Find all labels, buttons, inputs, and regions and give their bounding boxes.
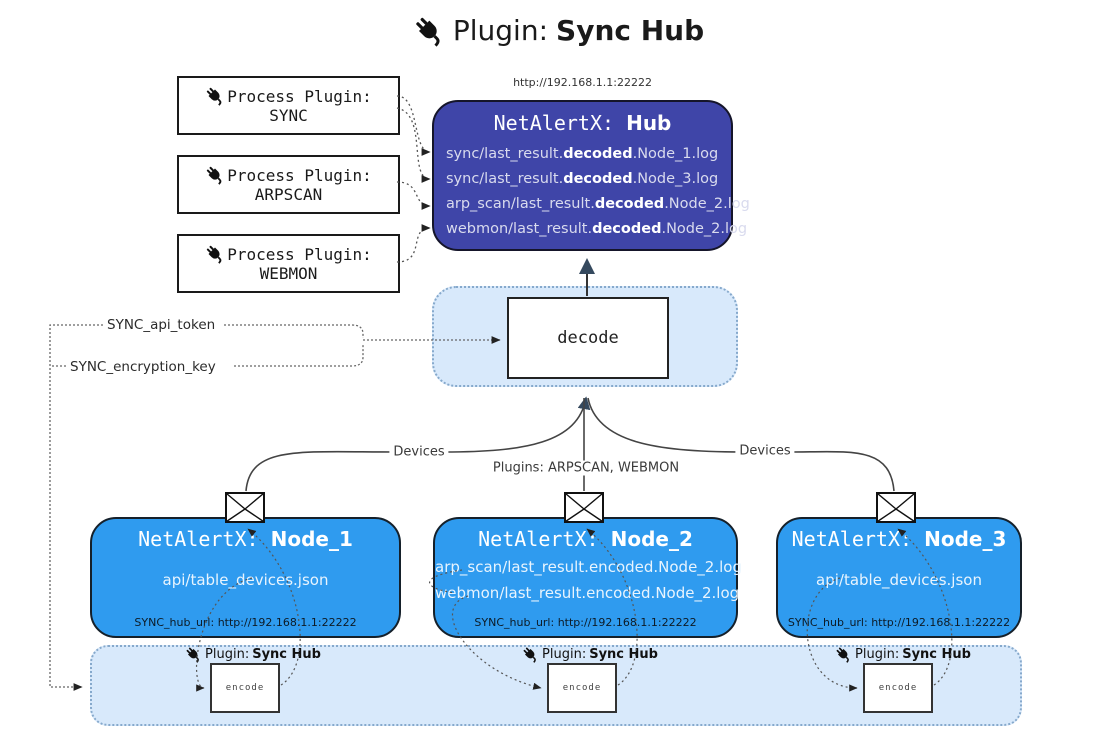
sync-api-token-label: SYNC_api_token	[105, 317, 218, 333]
node-title: NetAlertX: Node_1	[138, 527, 353, 551]
band-plugin-label: Plugin: Sync Hub	[522, 646, 658, 663]
page-title-prefix: Plugin:	[452, 14, 549, 47]
node-box-node2: NetAlertX: Node_2 arp_scan/last_result.e…	[433, 517, 742, 638]
edge-label-plugins-middle: Plugins: ARPSCAN, WEBMON	[488, 460, 684, 476]
decode-box: decode	[507, 297, 669, 379]
process-plugin-name: ARPSCAN	[254, 185, 323, 204]
decode-label: decode	[557, 328, 619, 348]
hub-log-line: sync/last_result.decoded.Node_3.log	[446, 171, 719, 187]
edge-label-devices-right: Devices	[735, 443, 795, 459]
node-box-node1: NetAlertX: Node_1 api/table_devices.json…	[90, 517, 401, 638]
process-plugin-name: SYNC	[269, 106, 308, 125]
encode-label: encode	[878, 683, 918, 693]
node-hub-url: SYNC_hub_url: http://192.168.1.1:22222	[474, 616, 697, 629]
node-file: api/table_devices.json	[162, 571, 329, 589]
encode-label: encode	[562, 683, 602, 693]
encode-box-node3: encode	[863, 663, 933, 713]
encode-label: encode	[225, 683, 265, 693]
hub-log-line: arp_scan/last_result.decoded.Node_2.log	[446, 196, 750, 212]
edge-label-devices-left: Devices	[389, 444, 449, 460]
node-to-decode-edges	[245, 396, 895, 492]
node-file: api/table_devices.json	[816, 571, 982, 589]
process-plugin-label: Process Plugin:	[227, 165, 372, 185]
process-plugin-name: WEBMON	[259, 264, 318, 283]
page-title-name: Sync Hub	[556, 14, 705, 47]
process-plugin-label: Process Plugin:	[227, 86, 372, 106]
plug-icon	[522, 646, 539, 663]
hub-log-line: sync/last_result.decoded.Node_1.log	[446, 146, 719, 162]
process-plugin-label: Process Plugin:	[227, 244, 372, 264]
hub-log-line: webmon/last_result.decoded.Node_2.log	[446, 221, 748, 237]
hub-title: NetAlertX: Hub	[493, 111, 672, 135]
node-title: NetAlertX: Node_3	[791, 527, 1007, 551]
band-plugin-label: Plugin: Sync Hub	[185, 646, 321, 663]
node-file: arp_scan/last_result.encoded.Node_2.log	[435, 558, 742, 576]
plug-icon	[413, 15, 445, 47]
node-box-node3: NetAlertX: Node_3 api/table_devices.json…	[776, 517, 1022, 638]
node-hub-url: SYNC_hub_url: http://192.168.1.1:22222	[787, 616, 1011, 629]
plug-icon	[205, 86, 225, 106]
node-hub-url: SYNC_hub_url: http://192.168.1.1:22222	[134, 616, 357, 629]
process-plugin-box-sync: Process Plugin: SYNC	[177, 76, 400, 135]
process-plugin-box-webmon: Process Plugin: WEBMON	[177, 234, 400, 293]
page-title: Plugin: Sync Hub	[413, 14, 704, 47]
hub-box: NetAlertX: Hub sync/last_result.decoded.…	[432, 100, 750, 251]
process-to-hub-connectors	[396, 95, 431, 263]
encode-box-node1: encode	[210, 663, 280, 713]
band-plugin-label: Plugin: Sync Hub	[835, 646, 971, 663]
plug-icon	[835, 646, 852, 663]
plug-icon	[205, 165, 225, 185]
sync-encryption-key-label: SYNC_encryption_key	[68, 359, 218, 375]
node-title: NetAlertX: Node_2	[478, 527, 693, 551]
hub-url-label: http://192.168.1.1:22222	[513, 76, 652, 89]
encode-box-node2: encode	[547, 663, 617, 713]
process-plugin-box-arpscan: Process Plugin: ARPSCAN	[177, 155, 400, 214]
plug-icon	[185, 646, 202, 663]
plug-icon	[205, 244, 225, 264]
node-file: webmon/last_result.encoded.Node_2.log	[435, 584, 740, 602]
